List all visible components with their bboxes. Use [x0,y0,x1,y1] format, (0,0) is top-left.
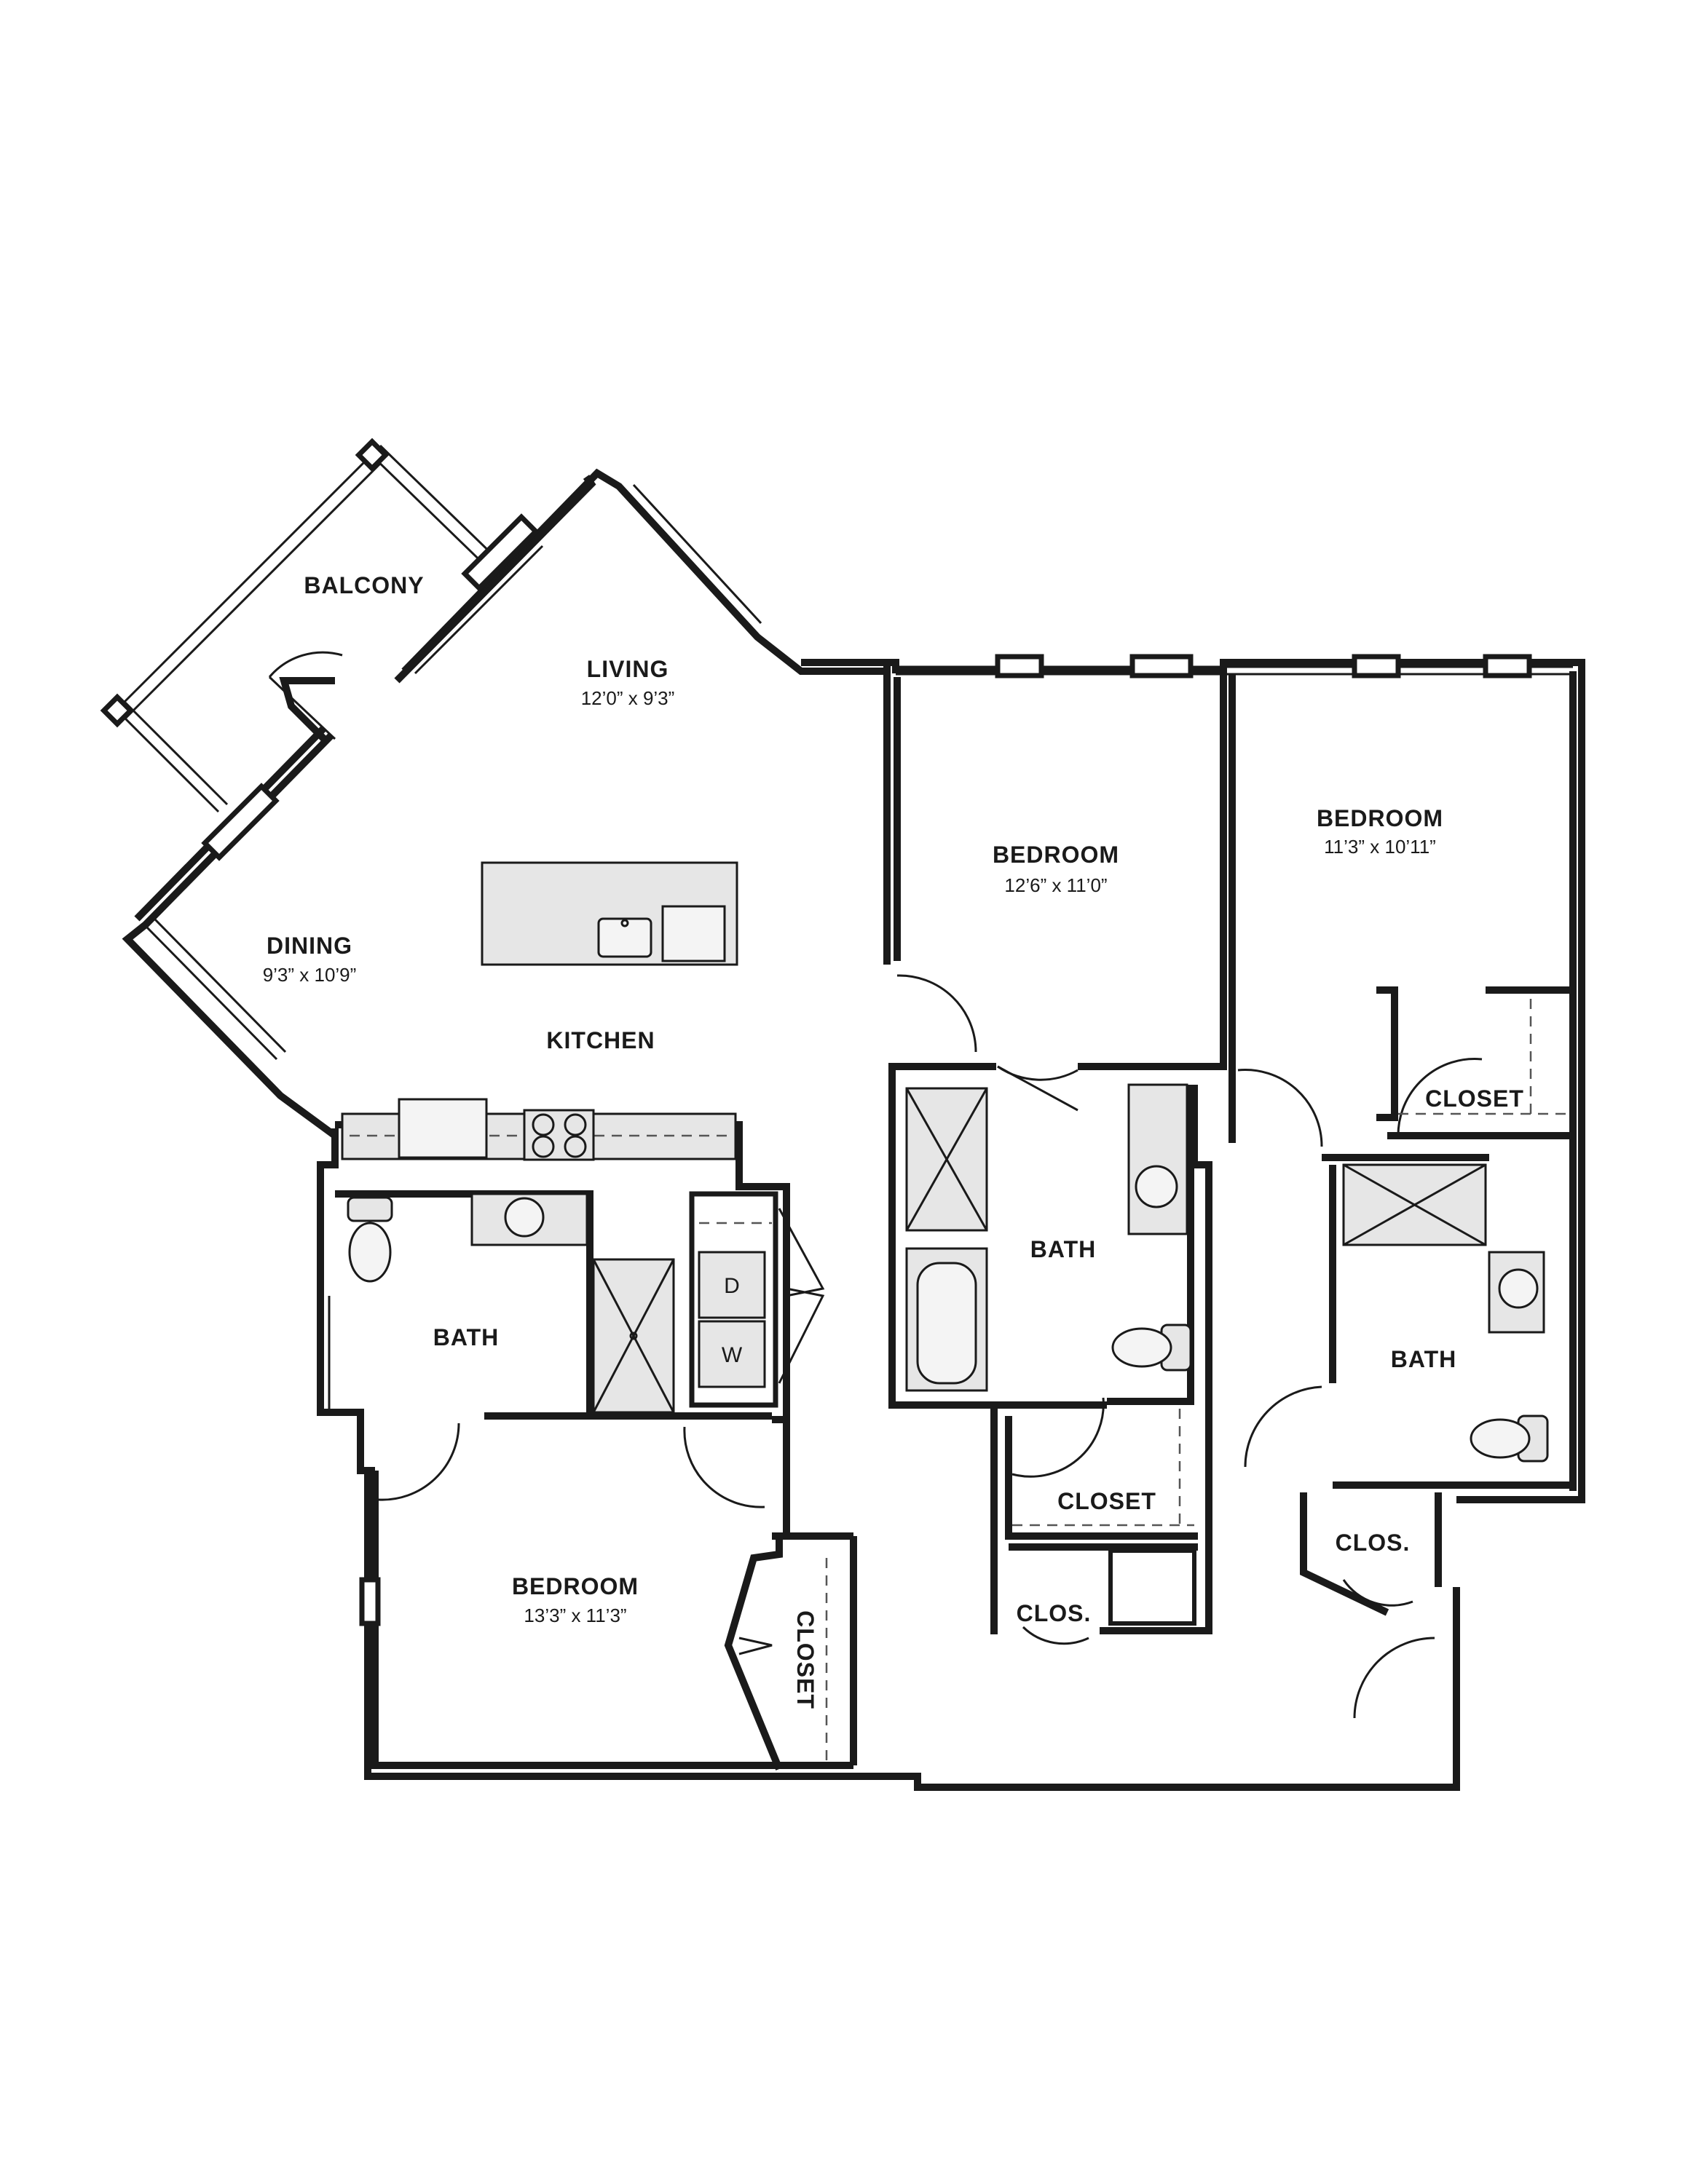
bath-center-label: BATH [1030,1236,1097,1262]
closet-center-label: CLOSET [1057,1488,1156,1514]
living-dimensions: 12’0” x 9’3” [581,687,675,709]
bedroom-center-dimensions: 12’6” x 11’0” [1004,874,1107,896]
bedroom-right-label: BEDROOM [1317,805,1443,831]
interior-walls [335,666,1573,1770]
kitchen-island [481,861,738,966]
kitchen-label: KITCHEN [546,1027,655,1053]
dryer-label: D [724,1274,740,1298]
clos-right-label: CLOS. [1336,1530,1411,1556]
closet-right-label: CLOSET [1425,1085,1524,1112]
dining-dimensions: 9’3” x 10’9” [263,964,357,986]
bath-right-label: BATH [1391,1346,1457,1372]
windows [144,483,1573,1696]
doors [268,651,1483,1719]
laundry-closet [689,1191,778,1408]
center-bath-fixtures [905,1083,1192,1392]
bedroom-center-label: BEDROOM [993,842,1119,868]
bedroom-bottom-dimensions: 13’3” x 11’3” [524,1605,626,1626]
balcony-label: BALCONY [304,572,424,598]
clos-center-label: CLOS. [1017,1600,1092,1626]
right-bath-fixtures [1342,1163,1549,1463]
dining-label: DINING [267,933,352,959]
bedroom-bottom-label: BEDROOM [512,1573,639,1599]
closet-bottom-label: CLOSET [792,1610,819,1709]
kitchen-counter [341,1098,737,1161]
balcony-railing [100,438,504,813]
washer-label: W [722,1343,743,1367]
closet-shelves [825,999,1566,1762]
bedroom-right-dimensions: 11’3” x 10’11” [1324,836,1436,858]
bath-left-label: BATH [433,1324,500,1350]
room-labels: BALCONY LIVING 12’0” x 9’3” DINING 9’3” … [263,572,1524,1709]
living-label: LIVING [587,656,669,682]
left-bath-fixtures [347,1192,675,1414]
